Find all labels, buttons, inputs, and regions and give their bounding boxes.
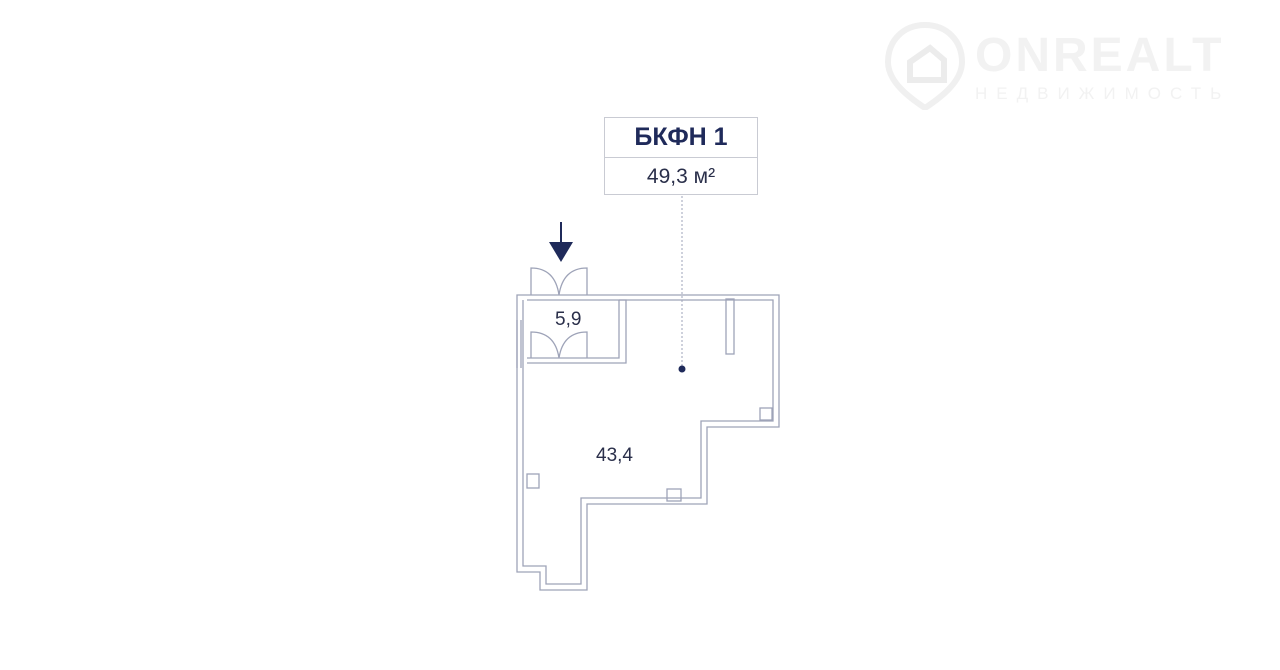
shaft <box>759 407 773 421</box>
entrance-door <box>530 267 588 296</box>
window-line <box>516 320 522 368</box>
inner-wall <box>522 299 774 585</box>
unit-label: БКФН 1 49,3 м² <box>604 117 758 195</box>
watermark-tagline: НЕДВИЖИМОСТЬ <box>975 84 1231 103</box>
watermark-brand: ONREALT <box>975 29 1225 82</box>
shaft <box>526 473 540 489</box>
leader-dot <box>678 365 686 373</box>
inner-door <box>530 331 588 359</box>
outer-wall <box>516 294 780 591</box>
column <box>725 298 735 355</box>
house-pin-icon <box>884 21 966 110</box>
unit-area: 49,3 м² <box>646 165 716 188</box>
room-area-vestibule: 5,9 <box>555 309 582 330</box>
room-area-main: 43,4 <box>596 445 633 466</box>
vestibule-wall <box>527 299 627 364</box>
watermark-logo: ONREALT НЕДВИЖИМОСТЬ <box>880 20 1250 110</box>
shaft <box>666 488 682 502</box>
entrance-arrow-icon <box>549 222 573 262</box>
unit-name: БКФН 1 <box>605 118 757 158</box>
